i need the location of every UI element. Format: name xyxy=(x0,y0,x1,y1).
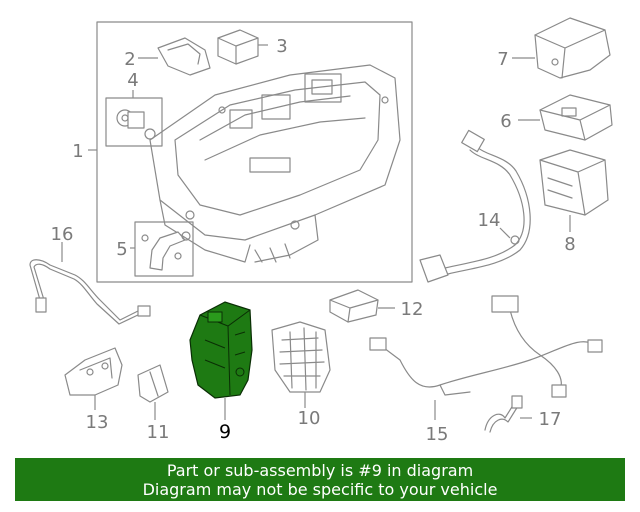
parts-diagram: 1 2 3 4 5 6 7 8 9 10 11 12 13 14 15 16 1… xyxy=(29,17,613,445)
callout-13: 13 xyxy=(86,412,109,433)
info-banner: Part or sub-assembly is #9 in diagram Di… xyxy=(15,458,625,501)
callout-7: 7 xyxy=(497,49,508,70)
callout-9-highlighted: 9 xyxy=(219,421,231,443)
part-10-heat-shield[interactable] xyxy=(271,321,331,393)
callout-10: 10 xyxy=(298,408,321,429)
part-17-sensor-wire[interactable] xyxy=(484,395,523,433)
banner-line-part-number: Part or sub-assembly is #9 in diagram xyxy=(166,460,474,480)
part-3-module[interactable] xyxy=(217,29,259,65)
part-4-sensor[interactable] xyxy=(116,109,156,140)
part-5-coolant-pipe[interactable] xyxy=(141,231,191,271)
part-15-wiring-harness[interactable] xyxy=(369,295,603,398)
part-14-cable[interactable] xyxy=(419,129,531,283)
callout-17: 17 xyxy=(539,409,562,430)
callout-12: 12 xyxy=(401,299,424,320)
callout-6: 6 xyxy=(500,111,511,132)
part-9-highlighted-unit[interactable] xyxy=(189,301,253,399)
assembly-frame xyxy=(96,21,413,283)
callout-15: 15 xyxy=(426,424,449,445)
callout-2: 2 xyxy=(124,49,135,70)
callout-5: 5 xyxy=(116,239,127,260)
callout-11: 11 xyxy=(147,422,170,443)
part-2-bracket[interactable] xyxy=(157,37,211,76)
part-1-inverter-housing[interactable] xyxy=(149,64,401,263)
callout-1: 1 xyxy=(72,141,83,162)
callout-14: 14 xyxy=(478,210,501,231)
part-4-frame xyxy=(105,97,163,147)
part-5-frame xyxy=(134,221,194,277)
part-16-sensor-wire[interactable] xyxy=(29,259,151,325)
callout-16: 16 xyxy=(51,224,74,245)
part-12-sensor[interactable] xyxy=(329,289,379,323)
leader-lines xyxy=(61,44,571,420)
part-6-control-module[interactable] xyxy=(539,94,613,141)
callout-4: 4 xyxy=(127,70,138,91)
callout-3: 3 xyxy=(276,36,287,57)
banner-line-disclaimer: Diagram may not be specific to your vehi… xyxy=(142,479,498,499)
part-8-housing[interactable] xyxy=(539,149,609,216)
part-13-bracket[interactable] xyxy=(64,347,123,396)
part-11-module[interactable] xyxy=(137,364,169,403)
part-7-cover[interactable] xyxy=(534,17,611,79)
callout-8: 8 xyxy=(564,234,575,255)
